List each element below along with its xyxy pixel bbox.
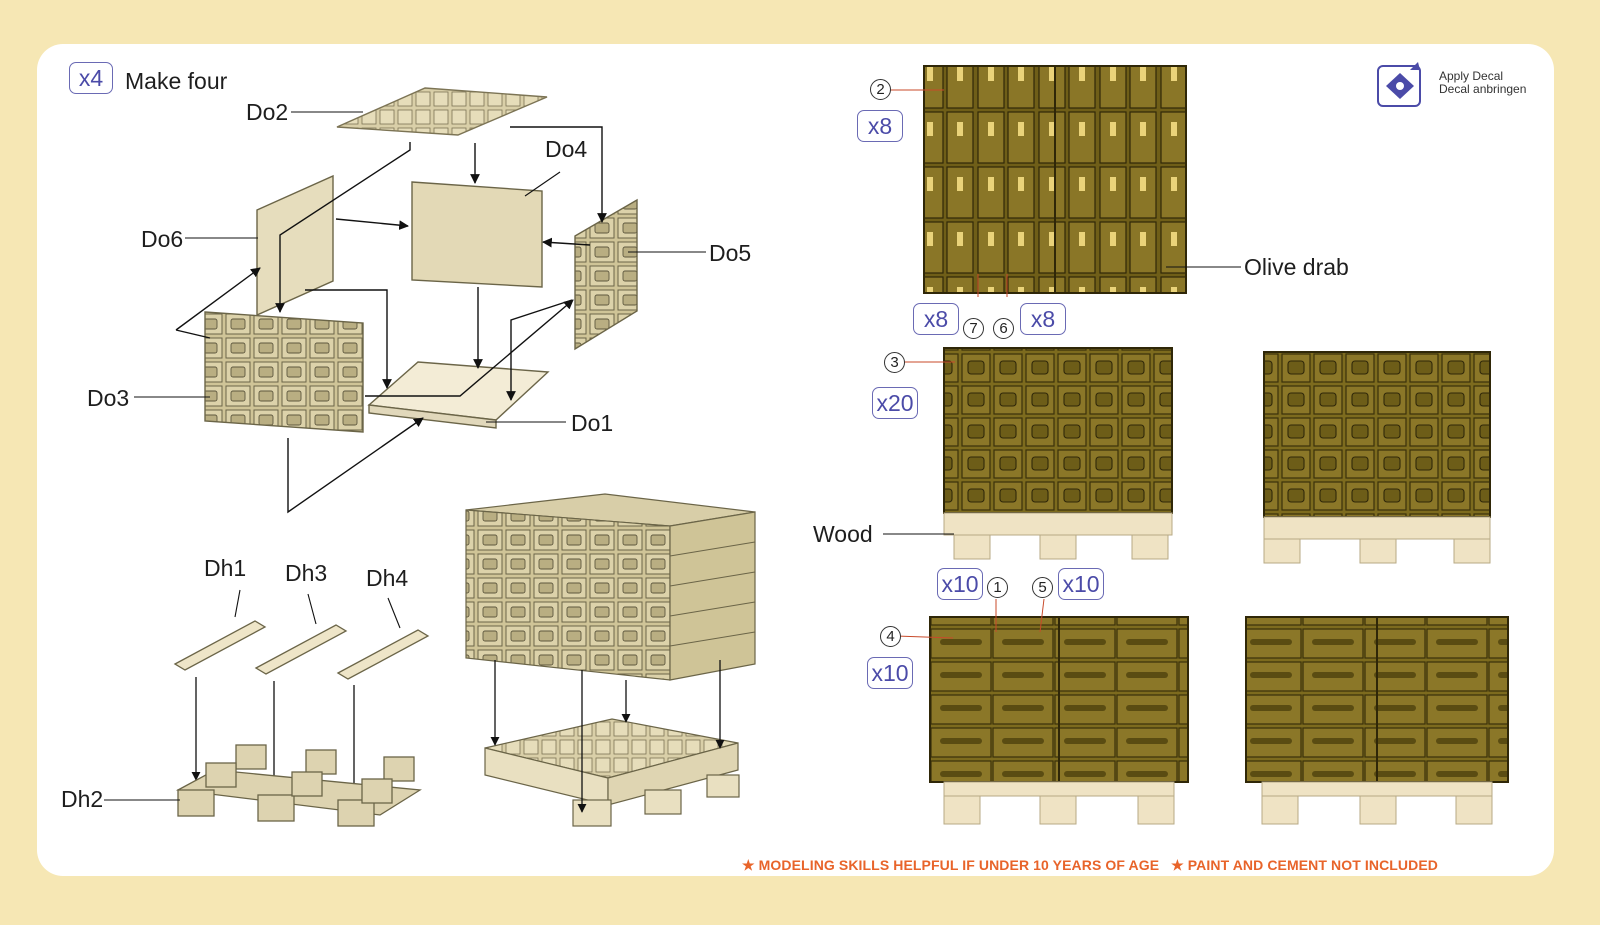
decal-callout-3: 3 xyxy=(884,352,905,373)
quantity-middle: x20 xyxy=(872,387,918,419)
part-label-dh4: Dh4 xyxy=(366,565,409,591)
pallet-assembly xyxy=(104,589,430,827)
part-label-do5: Do5 xyxy=(709,240,752,266)
decal-callout-7: 7 xyxy=(963,318,984,339)
part-label-dh2: Dh2 xyxy=(61,786,104,812)
part-label-do6: Do6 xyxy=(141,226,184,252)
quantity-bottom-left: x10 xyxy=(937,568,983,600)
decal-icon xyxy=(1377,62,1421,107)
quantity-top: x8 xyxy=(857,110,903,142)
decal-callout-5: 5 xyxy=(1032,577,1053,598)
finished-stack xyxy=(465,493,756,827)
part-label-do2: Do2 xyxy=(246,99,289,125)
decal-instruction: Apply Decal Decal anbringen xyxy=(1439,70,1526,96)
paint-label-olive: Olive drab xyxy=(1244,254,1349,280)
star-icon: ★ xyxy=(742,857,755,873)
part-label-dh1: Dh1 xyxy=(204,555,247,581)
footer-note-paint: PAINT AND CEMENT NOT INCLUDED xyxy=(1187,857,1439,873)
painted-stack-flat xyxy=(929,616,1509,783)
star-icon: ★ xyxy=(1171,857,1184,873)
footer-note-age: MODELING SKILLS HELPFUL IF UNDER 10 YEAR… xyxy=(758,857,1160,873)
decal-line-1: Apply Decal xyxy=(1439,69,1504,83)
paint-label-wood: Wood xyxy=(813,521,873,547)
quantity-bottom: x10 xyxy=(867,657,913,689)
quantity-bottom-right: x10 xyxy=(1058,568,1104,600)
painted-stack-boxes xyxy=(943,347,1491,518)
wood-pallet-2 xyxy=(943,781,1493,825)
part-label-dh3: Dh3 xyxy=(285,560,328,586)
part-label-do1: Do1 xyxy=(571,410,614,436)
decal-callout-6: 6 xyxy=(993,318,1014,339)
decal-callout-2: 2 xyxy=(870,79,891,100)
exploded-crate-assembly xyxy=(134,87,706,514)
wood-pallet-1 xyxy=(943,512,1491,564)
page-title: Make four xyxy=(125,68,228,94)
decal-line-2: Decal anbringen xyxy=(1439,82,1527,96)
decal-callout-1: 1 xyxy=(987,577,1008,598)
part-label-do4: Do4 xyxy=(545,136,588,162)
quantity-badge: x4 xyxy=(69,62,113,94)
quantity-right: x8 xyxy=(1020,303,1066,335)
decal-callout-4: 4 xyxy=(880,626,901,647)
painted-top-view xyxy=(923,65,1187,294)
quantity-left: x8 xyxy=(913,303,959,335)
part-label-do3: Do3 xyxy=(87,385,130,411)
footer-notes: ★MODELING SKILLS HELPFUL IF UNDER 10 YEA… xyxy=(742,857,1438,874)
